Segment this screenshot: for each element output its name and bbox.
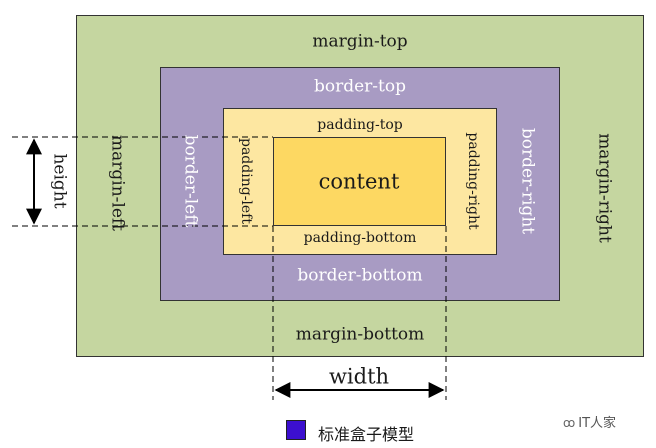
- border-bottom-label: border-bottom: [297, 265, 423, 286]
- content-area: [273, 137, 446, 226]
- border-right-label: border-right: [517, 127, 538, 235]
- height-label: height: [49, 153, 70, 209]
- margin-left-label: margin-left: [107, 134, 128, 232]
- margin-right-label: margin-right: [594, 133, 615, 243]
- wechat-icon: ꝏ: [563, 416, 576, 430]
- legend-label: 标准盒子模型: [318, 425, 415, 444]
- content-label: content: [318, 169, 400, 194]
- padding-left-label: padding-left: [238, 138, 254, 224]
- border-top-label: border-top: [313, 76, 407, 97]
- padding-right-label: padding-right: [465, 132, 481, 230]
- width-label: width: [328, 364, 390, 389]
- margin-top-label: margin-top: [312, 31, 408, 52]
- margin-bottom-label: margin-bottom: [295, 324, 425, 345]
- watermark-text: IT人家: [578, 416, 617, 431]
- padding-top-label: padding-top: [317, 117, 403, 133]
- padding-bottom-label: padding-bottom: [303, 230, 417, 246]
- border-left-label: border-left: [180, 134, 201, 228]
- legend-swatch: [286, 420, 306, 440]
